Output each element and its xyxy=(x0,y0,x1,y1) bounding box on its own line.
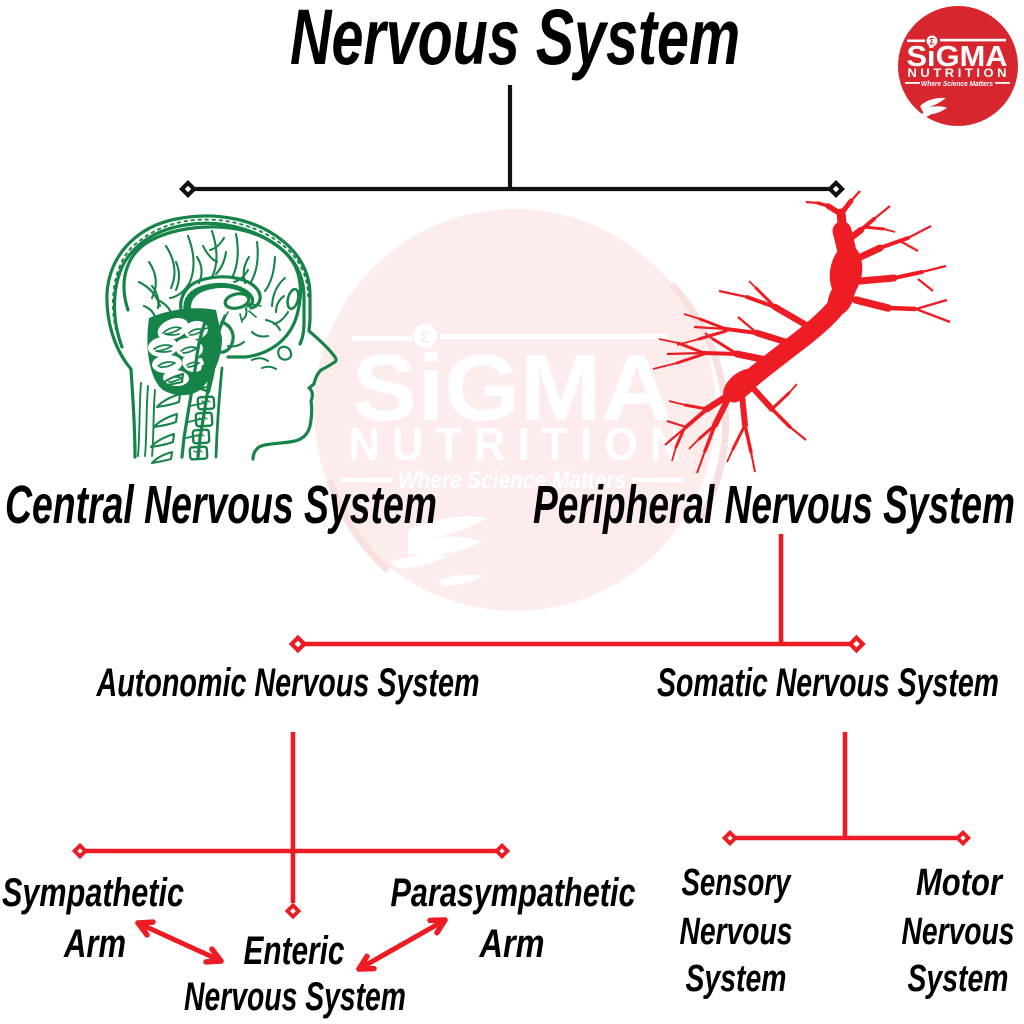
svg-text:Somatic Nervous System: Somatic Nervous System xyxy=(657,661,999,705)
svg-text:Nervous: Nervous xyxy=(902,911,1015,953)
svg-text:Peripheral Nervous System: Peripheral Nervous System xyxy=(533,475,1015,535)
svg-text:N U T R I T I O N: N U T R I T I O N xyxy=(908,68,1007,80)
svg-text:System: System xyxy=(908,958,1009,1000)
svg-text:Enteric: Enteric xyxy=(244,929,345,973)
svg-text:Σ: Σ xyxy=(420,328,430,347)
svg-text:Sensory: Sensory xyxy=(682,862,792,904)
svg-text:Central Nervous System: Central Nervous System xyxy=(5,475,437,535)
svg-text:Arm: Arm xyxy=(63,922,126,966)
svg-text:Nervous: Nervous xyxy=(680,911,793,953)
svg-text:Σ: Σ xyxy=(929,37,935,47)
svg-text:Arm: Arm xyxy=(479,922,545,966)
svg-text:SiGMA: SiGMA xyxy=(907,41,1008,73)
svg-text:SiGMA: SiGMA xyxy=(352,335,672,440)
svg-text:Parasympathetic: Parasympathetic xyxy=(391,871,636,915)
svg-text:System: System xyxy=(686,958,787,1000)
svg-text:Nervous System: Nervous System xyxy=(184,975,406,1019)
svg-text:Autonomic Nervous System: Autonomic Nervous System xyxy=(96,661,480,705)
svg-text:N U T R I T I O N: N U T R I T I O N xyxy=(349,418,682,470)
svg-text:Where Science Matters: Where Science Matters xyxy=(398,467,626,494)
svg-text:Where Science Matters: Where Science Matters xyxy=(921,79,993,88)
svg-text:Sympathetic: Sympathetic xyxy=(2,871,184,915)
svg-text:Nervous System: Nervous System xyxy=(290,0,740,81)
svg-text:Motor: Motor xyxy=(916,862,1004,904)
